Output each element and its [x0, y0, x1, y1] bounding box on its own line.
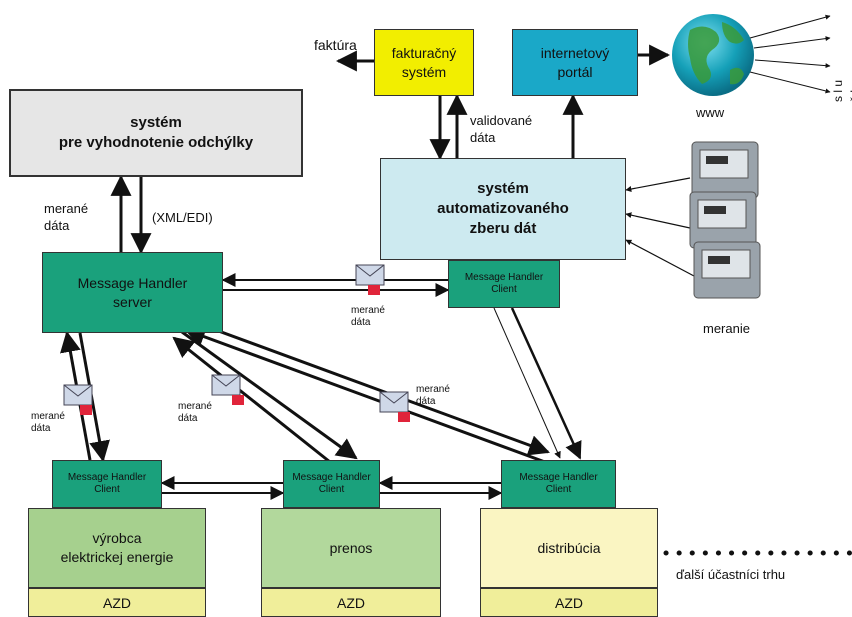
measured-data-mid-label: merané dáta: [351, 305, 385, 328]
deviation-evaluation-system-box: systém pre vyhodnotenie odchýlky: [9, 89, 303, 177]
other-participants-label: ďalší účastníci trhu: [676, 567, 786, 582]
globe-icon: [672, 14, 754, 96]
azd-3-box: AZD: [480, 588, 658, 617]
xml-edi-label: (XML/EDI): [152, 210, 213, 225]
internet-portal-box: internetový portál: [512, 29, 638, 96]
measured-data-left-label: merané dáta: [44, 201, 89, 233]
azd-2-box: AZD: [261, 588, 441, 617]
envelope-icon: [379, 391, 410, 422]
transmission-box: prenos: [261, 508, 441, 588]
producer-box: výrobca elektrickej energie: [28, 508, 206, 588]
envelope-icon: [211, 374, 244, 405]
measured-data-c-label: merané dáta: [416, 384, 450, 407]
electricity-meter-icon: [691, 141, 759, 199]
message-handler-client-top-box: Message Handler Client: [448, 260, 560, 308]
message-handler-client-3-box: Message Handler Client: [501, 460, 616, 508]
measured-data-a-label: merané dáta: [31, 411, 65, 434]
envelope-icon: [63, 384, 93, 415]
metering-label: meranie: [703, 321, 750, 336]
electricity-meter-icon: [693, 241, 761, 299]
automated-data-acquisition-system-box: systém automatizovaného zberu dát: [380, 158, 626, 260]
distribution-box: distribúcia: [480, 508, 658, 588]
billing-system-box: fakturačný systém: [374, 29, 474, 96]
azd-1-box: AZD: [28, 588, 206, 617]
envelope-icon: [355, 264, 385, 295]
services-label: s l u ž b y: [831, 79, 852, 102]
electricity-meter-icon: [689, 191, 757, 249]
measured-data-b-label: merané dáta: [178, 401, 212, 424]
www-label: www: [696, 105, 725, 120]
validated-data-label: validované dáta: [470, 113, 533, 145]
message-handler-client-2-box: Message Handler Client: [283, 460, 380, 508]
faktura-label: faktúra: [314, 37, 357, 53]
message-handler-server-box: Message Handler server: [42, 252, 223, 333]
message-handler-client-1-box: Message Handler Client: [52, 460, 162, 508]
